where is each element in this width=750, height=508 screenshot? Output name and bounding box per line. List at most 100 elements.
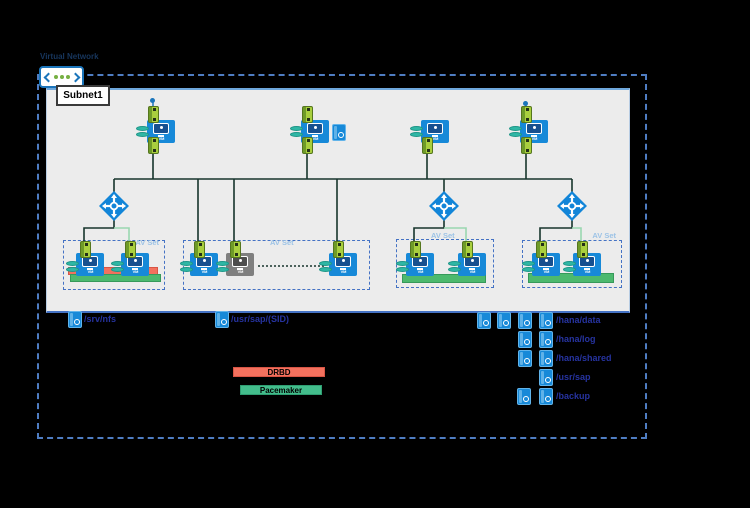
monitor-glyph — [307, 123, 323, 134]
mount-label-backup: /backup — [556, 391, 591, 401]
avset-label: AV Set — [270, 238, 294, 247]
disk-legend-icon — [68, 311, 82, 328]
vm-icon-hana-1: VM — [532, 253, 560, 276]
disk-legend-icon — [539, 350, 553, 367]
disk-legend-icon — [517, 388, 531, 405]
disk-icon — [111, 261, 124, 272]
sbd-disk-icon — [332, 124, 346, 141]
monitor-stand — [584, 268, 590, 270]
mount-label-hana-shared: /hana/shared — [556, 353, 612, 363]
chevron-left-icon — [43, 72, 53, 82]
monitor-glyph — [153, 123, 169, 134]
vm-icon-app-standby: VM — [226, 253, 254, 276]
monitor-stand — [87, 268, 93, 270]
pacemaker-bar-scs — [402, 274, 486, 283]
avset-label: AV Set — [431, 231, 455, 240]
monitor-stand — [237, 268, 243, 270]
vm-badge: VM — [312, 137, 318, 142]
vm-icon-hana-2: VM — [573, 253, 601, 276]
disk-icon — [563, 261, 576, 272]
monitor-stand — [158, 135, 164, 137]
vm-icon-nfs-2: VM — [121, 253, 149, 276]
disk-icon — [396, 261, 409, 272]
disk-icon — [216, 261, 229, 272]
vnet-boundary — [37, 74, 647, 439]
vm-badge: VM — [201, 270, 207, 275]
disk-legend-icon — [518, 331, 532, 348]
legend-pacemaker: Pacemaker — [240, 385, 322, 395]
monitor-stand — [201, 268, 207, 270]
monitor-stand — [417, 268, 423, 270]
nic-icon — [302, 106, 313, 123]
disk-icon — [180, 261, 193, 272]
pacemaker-bar-nfs — [70, 274, 161, 282]
monitor-glyph — [526, 123, 542, 134]
nic-icon — [521, 137, 532, 154]
disk-icon — [448, 261, 461, 272]
public-ip-icon — [523, 101, 528, 106]
vm-badge: VM — [132, 270, 138, 275]
disk-legend-icon — [539, 331, 553, 348]
avset-label: AV Set — [135, 238, 159, 247]
disk-legend-icon — [539, 369, 553, 386]
mount-label-nfs: /srv/nfs — [84, 314, 117, 324]
nic-icon — [125, 241, 136, 258]
nic-icon — [536, 241, 547, 258]
disk-icon — [136, 126, 149, 137]
disk-icon — [509, 126, 522, 137]
mount-label-hana-data: /hana/data — [556, 315, 601, 325]
vm-badge: VM — [531, 137, 537, 142]
nic-icon — [462, 241, 473, 258]
load-balancer-icon — [428, 190, 460, 222]
load-balancer-icon — [98, 190, 130, 222]
pacemaker-bar-hana — [528, 273, 614, 283]
mount-label-usrsap-sid: /usr/sap/(SID) — [231, 314, 290, 324]
disk-legend-icon — [215, 311, 229, 328]
vm-badge: VM — [584, 270, 590, 275]
disk-icon — [290, 126, 303, 137]
nic-icon — [410, 241, 421, 258]
monitor-stand — [543, 268, 549, 270]
nic-icon — [577, 241, 588, 258]
vm-badge: VM — [432, 137, 438, 142]
vnet-dot-icon — [59, 75, 64, 79]
vm-badge: VM — [417, 270, 423, 275]
monitor-stand — [469, 268, 475, 270]
mount-label-usrsap: /usr/sap — [556, 372, 591, 382]
subnet-label-box: Subnet1 — [56, 85, 110, 106]
vm-icon-nfs-1: VM — [76, 253, 104, 276]
vnet-label: Virtual Network — [40, 52, 99, 61]
monitor-glyph — [427, 123, 443, 134]
nic-icon — [194, 241, 205, 258]
disk-icon — [319, 261, 332, 272]
nic-icon — [148, 137, 159, 154]
legend-drbd: DRBD — [233, 367, 325, 377]
vm-badge: VM — [237, 270, 243, 275]
vm-badge: VM — [340, 270, 346, 275]
vm-badge: VM — [87, 270, 93, 275]
disk-icon — [66, 261, 79, 272]
disk-icon — [522, 261, 535, 272]
monitor-stand — [340, 268, 346, 270]
nic-icon — [148, 106, 159, 123]
vm-icon-ers: VM — [458, 253, 486, 276]
nic-icon — [230, 241, 241, 258]
mount-label-hana-log: /hana/log — [556, 334, 596, 344]
public-ip-icon — [150, 98, 155, 103]
disk-legend-icon — [539, 312, 553, 329]
disk-legend-icon — [518, 312, 532, 329]
nic-icon — [521, 106, 532, 123]
disk-legend-icon — [497, 312, 511, 329]
vnet-dot-icon — [53, 75, 58, 79]
monitor-stand — [531, 135, 537, 137]
load-balancer-icon — [556, 190, 588, 222]
disk-legend-icon — [518, 350, 532, 367]
chevron-right-icon — [70, 72, 80, 82]
vm-badge: VM — [469, 270, 475, 275]
disk-legend-icon — [539, 388, 553, 405]
vm-badge: VM — [158, 137, 164, 142]
monitor-stand — [132, 268, 138, 270]
nic-icon — [302, 137, 313, 154]
nic-icon — [333, 241, 344, 258]
